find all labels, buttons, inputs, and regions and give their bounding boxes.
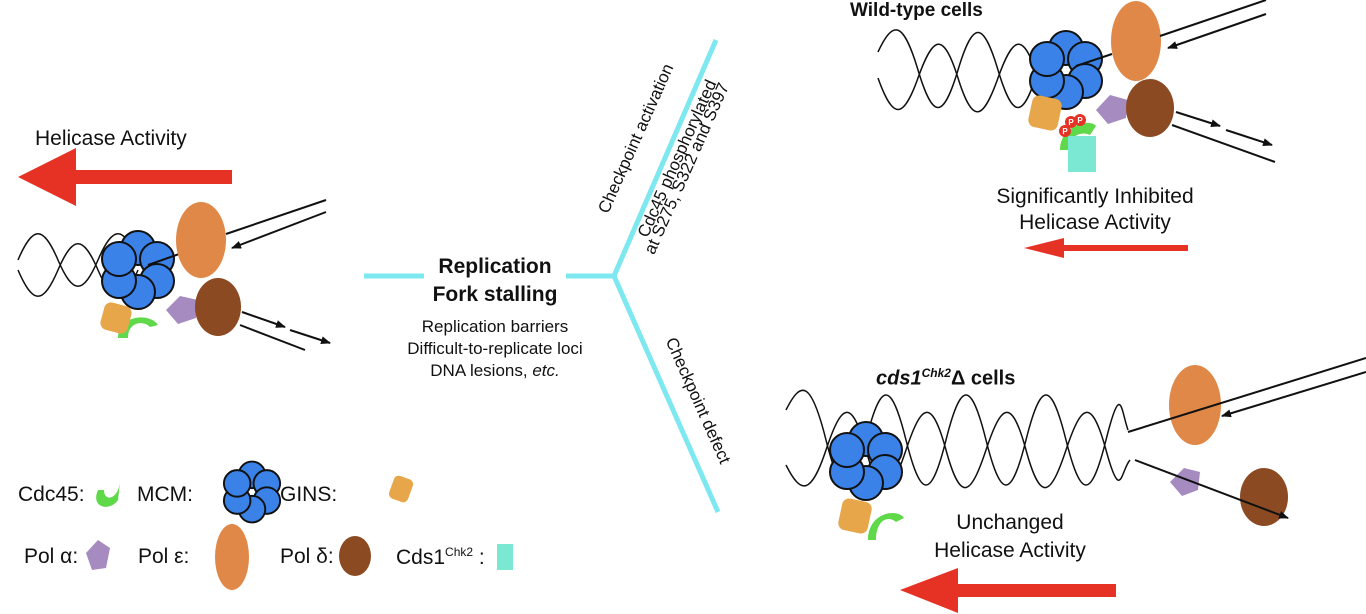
- cdc45-shape: [868, 513, 904, 540]
- pol-alpha-icon: [86, 540, 110, 570]
- legend-label-pol-delta: Pol δ:: [280, 545, 334, 568]
- phospho-label: P: [1068, 118, 1074, 127]
- pol-delta-icon: [339, 536, 371, 576]
- cds1-label-main: Cds1: [396, 546, 446, 569]
- cause-item: Replication barriers: [421, 317, 569, 336]
- center-title-line2: Fork stalling: [432, 283, 558, 306]
- dna-helix: [17, 233, 139, 287]
- gins-shape: [1028, 95, 1062, 131]
- phosphate-markers: [1059, 114, 1086, 137]
- cause-item-last: DNA lesions, etc.: [370, 362, 620, 379]
- legend-icons: [86, 460, 513, 590]
- wildtype-fork: P P P: [877, 0, 1276, 258]
- branch-lines: [364, 39, 721, 514]
- gins-shape: [838, 498, 872, 534]
- legend-label-mcm: MCM:: [137, 483, 193, 506]
- mutant-result-line2: Helicase Activity: [934, 539, 1086, 562]
- wildtype-result-line2: Helicase Activity: [1019, 211, 1171, 234]
- phospho-label: P: [1062, 127, 1068, 136]
- dna-helix: [877, 43, 1039, 113]
- legend-label-cds1: Cds1Chk2 :: [396, 545, 485, 570]
- helicase-arrow-mutant: [900, 568, 1116, 613]
- cds1-icon: [497, 544, 513, 570]
- pol-alpha-shape: [1096, 95, 1128, 124]
- pol-delta-shape: [1126, 79, 1174, 137]
- wildtype-title: Wild-type cells: [850, 0, 983, 21]
- mutant-title-tail: Δ cells: [950, 367, 1016, 390]
- cdc45-icon: [96, 482, 120, 507]
- cds1-label-sup: Chk2: [445, 545, 474, 559]
- pol-epsilon-shape: [1169, 365, 1221, 445]
- pol-delta-shape: [195, 278, 241, 336]
- cds1-label-tail: :: [473, 546, 485, 569]
- dna-helix: [877, 29, 1039, 108]
- mcm-complex: [829, 421, 903, 501]
- center-title-line1: Replication: [438, 255, 552, 278]
- legend-label-cdc45: Cdc45:: [18, 483, 85, 506]
- gins-shape: [100, 302, 132, 334]
- cause-item: Difficult-to-replicate loci: [407, 339, 583, 358]
- mutant-title: cds1Chk2Δ cells: [876, 367, 1015, 389]
- legend-label-pol-alpha: Pol α:: [24, 545, 79, 568]
- pol-epsilon-shape: [1111, 1, 1161, 81]
- helicase-arrow-left: [18, 148, 232, 206]
- wildtype-result-line1: Significantly Inhibited: [996, 185, 1194, 208]
- legend-label-pol-epsilon: Pol ε:: [138, 545, 190, 568]
- helicase-arrow-wildtype: [1024, 238, 1188, 258]
- phospho-label: P: [1077, 116, 1083, 125]
- mutant-result-line1: Unchanged: [956, 511, 1064, 534]
- mutant-fork: [785, 357, 1366, 613]
- cause-item: DNA lesions,: [430, 361, 533, 380]
- mutant-gene: cds1: [876, 367, 922, 390]
- pol-epsilon-icon: [215, 524, 249, 590]
- left-fork: [17, 148, 331, 351]
- gins-icon: [388, 475, 414, 503]
- cds1-shape: [1068, 136, 1096, 172]
- mutant-gene-sup: Chk2: [921, 366, 951, 380]
- dna-helix: [785, 411, 1131, 489]
- left-helicase-activity-label: Helicase Activity: [35, 127, 187, 150]
- pol-delta-shape: [1240, 468, 1288, 526]
- pol-epsilon-shape: [176, 202, 226, 278]
- mcm-icon: [222, 460, 282, 524]
- pol-alpha-shape: [166, 296, 198, 324]
- cause-etc: etc.: [532, 361, 560, 380]
- pol-alpha-shape: [1170, 468, 1200, 496]
- legend-label-gins: GINS:: [280, 483, 338, 506]
